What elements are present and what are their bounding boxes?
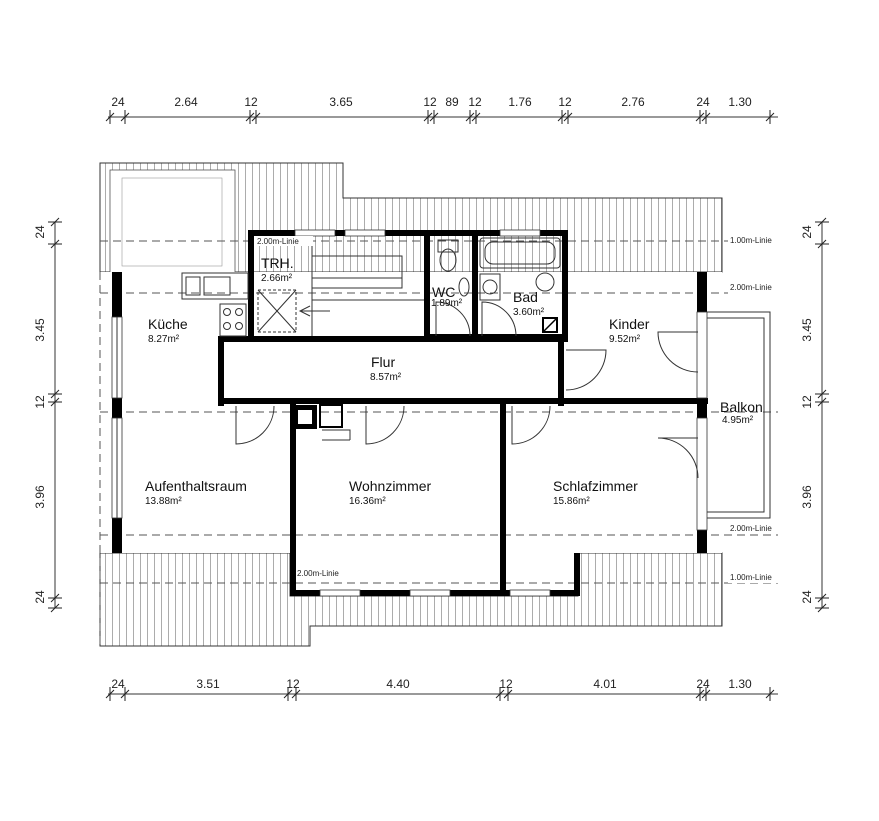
room-name-wc: WC: [432, 284, 455, 300]
dim-bottom-label: 24: [111, 677, 125, 691]
roof-bottom: [99, 552, 723, 647]
floor-area: [100, 272, 722, 553]
room-labels: Küche 8.27m² TRH. 2.66m² WC 1.89m² Bad 3…: [145, 255, 763, 507]
dim-top-label: 2.64: [174, 95, 198, 109]
room-name-aufenthaltsraum: Aufenthaltsraum: [145, 478, 247, 494]
dim-top-label: 12: [468, 95, 482, 109]
room-name-flur: Flur: [371, 354, 395, 370]
room-area-wohnzimmer: 16.36m²: [349, 496, 386, 507]
room-name-bad: Bad: [513, 289, 538, 305]
dim-left-label: 12: [33, 395, 47, 409]
dimension-top: 24 2.64 12 3.65 12 89 12 1.76 12 2.76 24…: [111, 95, 752, 109]
room-area-bad: 3.60m²: [513, 307, 545, 318]
dim-top-label: 12: [423, 95, 437, 109]
dim-left-label: 24: [33, 225, 47, 239]
dimension-ticks: [48, 110, 829, 701]
room-area-flur: 8.57m²: [370, 372, 402, 383]
balcony: [707, 311, 771, 519]
dim-left-label: 3.45: [33, 318, 47, 342]
dimension-left: 24 3.45 12 3.96 24: [33, 225, 47, 604]
dim-top-label: 3.65: [329, 95, 353, 109]
dim-right-label: 24: [800, 225, 814, 239]
dim-bottom-label: 3.51: [196, 677, 220, 691]
room-area-kinder: 9.52m²: [609, 334, 641, 345]
height-line-label: 1.00m-Linie: [730, 573, 772, 582]
room-area-aufenthaltsraum: 13.88m²: [145, 496, 182, 507]
room-area-wc: 1.89m²: [431, 298, 463, 309]
dim-top-label: 1.76: [508, 95, 532, 109]
dim-top-label: 12: [244, 95, 258, 109]
height-line-labels: 2.00m-Linie 1.00m-Linie 2.00m-Linie 2.00…: [255, 235, 780, 583]
dim-top-label: 24: [111, 95, 125, 109]
height-line-label: 2.00m-Linie: [730, 283, 772, 292]
room-name-wohnzimmer: Wohnzimmer: [349, 478, 432, 494]
dim-right-label: 3.96: [800, 485, 814, 509]
dim-right-label: 24: [800, 590, 814, 604]
room-area-treppenhaus: 2.66m²: [261, 273, 293, 284]
dim-top-label: 89: [445, 95, 459, 109]
dim-bottom-label: 4.01: [593, 677, 617, 691]
dim-bottom-label: 12: [499, 677, 513, 691]
room-area-kueche: 8.27m²: [148, 334, 180, 345]
room-area-balkon: 4.95m²: [722, 415, 754, 426]
dimension-bottom: 24 3.51 12 4.40 12 4.01 24 1.30: [111, 677, 752, 691]
dim-right-label: 3.45: [800, 318, 814, 342]
doors: [235, 301, 699, 479]
room-name-balkon: Balkon: [720, 399, 763, 415]
dim-bottom-label: 1.30: [728, 677, 752, 691]
dim-bottom-label: 24: [696, 677, 710, 691]
dim-top-label: 12: [558, 95, 572, 109]
dim-bottom-label: 4.40: [386, 677, 410, 691]
height-line-label: 1.00m-Linie: [730, 236, 772, 245]
height-line-label: 2.00m-Linie: [257, 237, 299, 246]
dim-top-label: 1.30: [728, 95, 752, 109]
height-lines: [99, 240, 778, 646]
dim-bottom-label: 12: [286, 677, 300, 691]
room-name-schlafzimmer: Schlafzimmer: [553, 478, 638, 494]
dim-right-label: 12: [800, 395, 814, 409]
height-line-label: 2.00m-Linie: [297, 569, 339, 578]
room-area-schlafzimmer: 15.86m²: [553, 496, 590, 507]
dimension-right: 24 3.45 12 3.96 24: [800, 225, 814, 604]
dimension-lines: [54, 116, 823, 695]
room-name-treppenhaus: TRH.: [261, 255, 294, 271]
dim-left-label: 24: [33, 590, 47, 604]
dim-top-label: 2.76: [621, 95, 645, 109]
windows: [111, 229, 708, 597]
dim-left-label: 3.96: [33, 485, 47, 509]
stairs: [298, 236, 424, 336]
room-name-kueche: Küche: [148, 316, 188, 332]
room-name-kinder: Kinder: [609, 316, 650, 332]
fixtures: [181, 237, 561, 337]
height-line-label: 2.00m-Linie: [730, 524, 772, 533]
dim-top-label: 24: [696, 95, 710, 109]
